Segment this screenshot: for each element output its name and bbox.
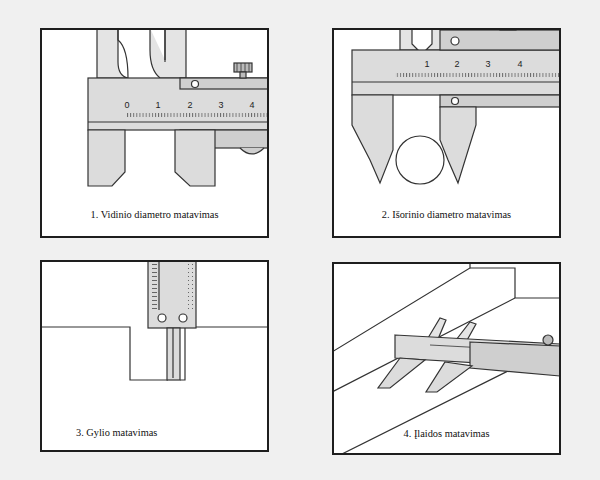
panel-frame: 4. Įlaidos matavimas xyxy=(332,262,561,455)
panel-caption: 1. Vidinio diametro matavimas xyxy=(42,209,267,221)
scale-number: 1 xyxy=(424,60,429,69)
panel-ground xyxy=(332,262,561,455)
scale-number: 4 xyxy=(249,101,254,110)
scale-number: 4 xyxy=(517,60,522,69)
caliper-step xyxy=(333,263,560,454)
caliper-outside xyxy=(352,29,560,184)
caliper-inside xyxy=(88,29,268,186)
scale-number: 1 xyxy=(155,101,160,110)
scale-number: 3 xyxy=(485,60,490,69)
scale-number: 0 xyxy=(124,101,129,110)
panel-caption: 3. Gylio matavimas xyxy=(76,427,267,439)
caliper-depth xyxy=(41,261,268,380)
scale-number: 2 xyxy=(187,101,192,110)
panel-frame: 2. Išorinio diametro matavimas 1 2 3 4 xyxy=(332,28,561,238)
scale-number: 2 xyxy=(454,60,459,69)
panel-frame: 1. Vidinio diametro matavimas 0 1 2 3 4 xyxy=(40,28,269,238)
panel-frame: 3. Gylio matavimas xyxy=(40,260,269,452)
panel-ground xyxy=(332,28,561,238)
panel-ground xyxy=(40,260,269,452)
panel-caption: 4. Įlaidos matavimas xyxy=(334,428,559,440)
panel-caption: 2. Išorinio diametro matavimas xyxy=(334,209,559,221)
scale-number: 3 xyxy=(218,101,223,110)
